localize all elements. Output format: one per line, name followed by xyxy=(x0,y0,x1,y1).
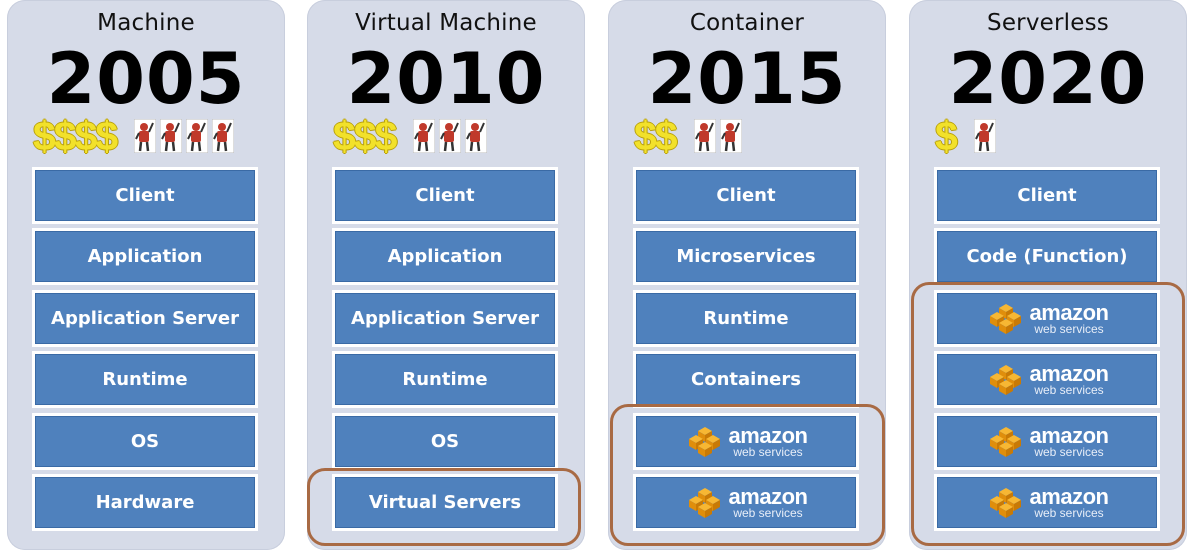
aws-cubes-icon xyxy=(986,426,1026,457)
column-year: 2020 xyxy=(948,38,1148,120)
layer-box: Containers xyxy=(636,354,856,405)
cost-dollars: $$$ xyxy=(333,112,397,159)
column-title: Virtual Machine xyxy=(355,10,537,36)
layer-box: Application xyxy=(335,231,555,282)
cost-indicators: $$$ xyxy=(333,112,575,160)
aws-cubes-icon xyxy=(986,303,1026,334)
staff-icons xyxy=(973,119,996,153)
aws-logo-primary: amazon xyxy=(728,484,808,509)
layer-box: OS xyxy=(335,416,555,467)
aws-logo-primary: amazon xyxy=(1029,300,1109,325)
person-icon xyxy=(212,119,235,153)
layer-box: Application xyxy=(35,231,255,282)
person-icon xyxy=(160,119,183,153)
aws-logo-secondary: web services xyxy=(1034,506,1104,520)
person-icon xyxy=(719,119,742,153)
aws-cubes-icon xyxy=(986,364,1026,395)
cost-dollars: $$$$ xyxy=(33,112,118,159)
aws-logo-secondary: web services xyxy=(733,445,803,459)
aws-logo-primary: amazon xyxy=(1029,423,1109,448)
cost-indicators: $$$$ xyxy=(33,112,275,160)
cost-indicators: $ xyxy=(935,112,1177,160)
cost-dollars: $ xyxy=(935,112,958,159)
person-icon xyxy=(973,119,996,153)
layer-box: Runtime xyxy=(35,354,255,405)
aws-logo-secondary: web services xyxy=(1034,322,1104,336)
column-title: Container xyxy=(689,10,805,36)
column-year: 2010 xyxy=(346,38,546,120)
staff-icons xyxy=(693,119,742,153)
layer-box: Client xyxy=(937,170,1157,221)
layer-box: OS xyxy=(35,416,255,467)
column-year: 2015 xyxy=(647,38,847,120)
layer-box: Client xyxy=(636,170,856,221)
person-icon xyxy=(413,119,436,153)
layer-box: Code (Function) xyxy=(937,231,1157,282)
layer-box: Hardware xyxy=(35,477,255,528)
layer-box: Application Server xyxy=(35,293,255,344)
cost-dollars: $$ xyxy=(634,112,678,159)
person-icon xyxy=(439,119,462,153)
aws-logo-secondary: web services xyxy=(733,506,803,520)
cost-indicators: $$ xyxy=(634,112,876,160)
person-icon xyxy=(186,119,209,153)
staff-icons xyxy=(134,119,235,153)
layer-box: Client xyxy=(335,170,555,221)
person-icon xyxy=(134,119,157,153)
layer-box: Microservices xyxy=(636,231,856,282)
column-year: 2005 xyxy=(46,38,246,120)
aws-logo-secondary: web services xyxy=(1034,383,1104,397)
aws-cubes-icon xyxy=(685,426,725,457)
layer-box: Runtime xyxy=(335,354,555,405)
aws-cubes-icon xyxy=(986,487,1026,518)
column-title: Machine xyxy=(97,10,195,36)
aws-logo-primary: amazon xyxy=(728,423,808,448)
staff-icons xyxy=(413,119,488,153)
layer-box: Client xyxy=(35,170,255,221)
aws-logo-primary: amazon xyxy=(1029,361,1109,386)
layer-box: Virtual Servers xyxy=(335,477,555,528)
person-icon xyxy=(693,119,716,153)
aws-logo-primary: amazon xyxy=(1029,484,1109,509)
aws-cubes-icon xyxy=(685,487,725,518)
layer-box: Runtime xyxy=(636,293,856,344)
layer-box: Application Server xyxy=(335,293,555,344)
aws-logo-secondary: web services xyxy=(1034,445,1104,459)
person-icon xyxy=(465,119,488,153)
column-title: Serverless xyxy=(987,10,1109,36)
